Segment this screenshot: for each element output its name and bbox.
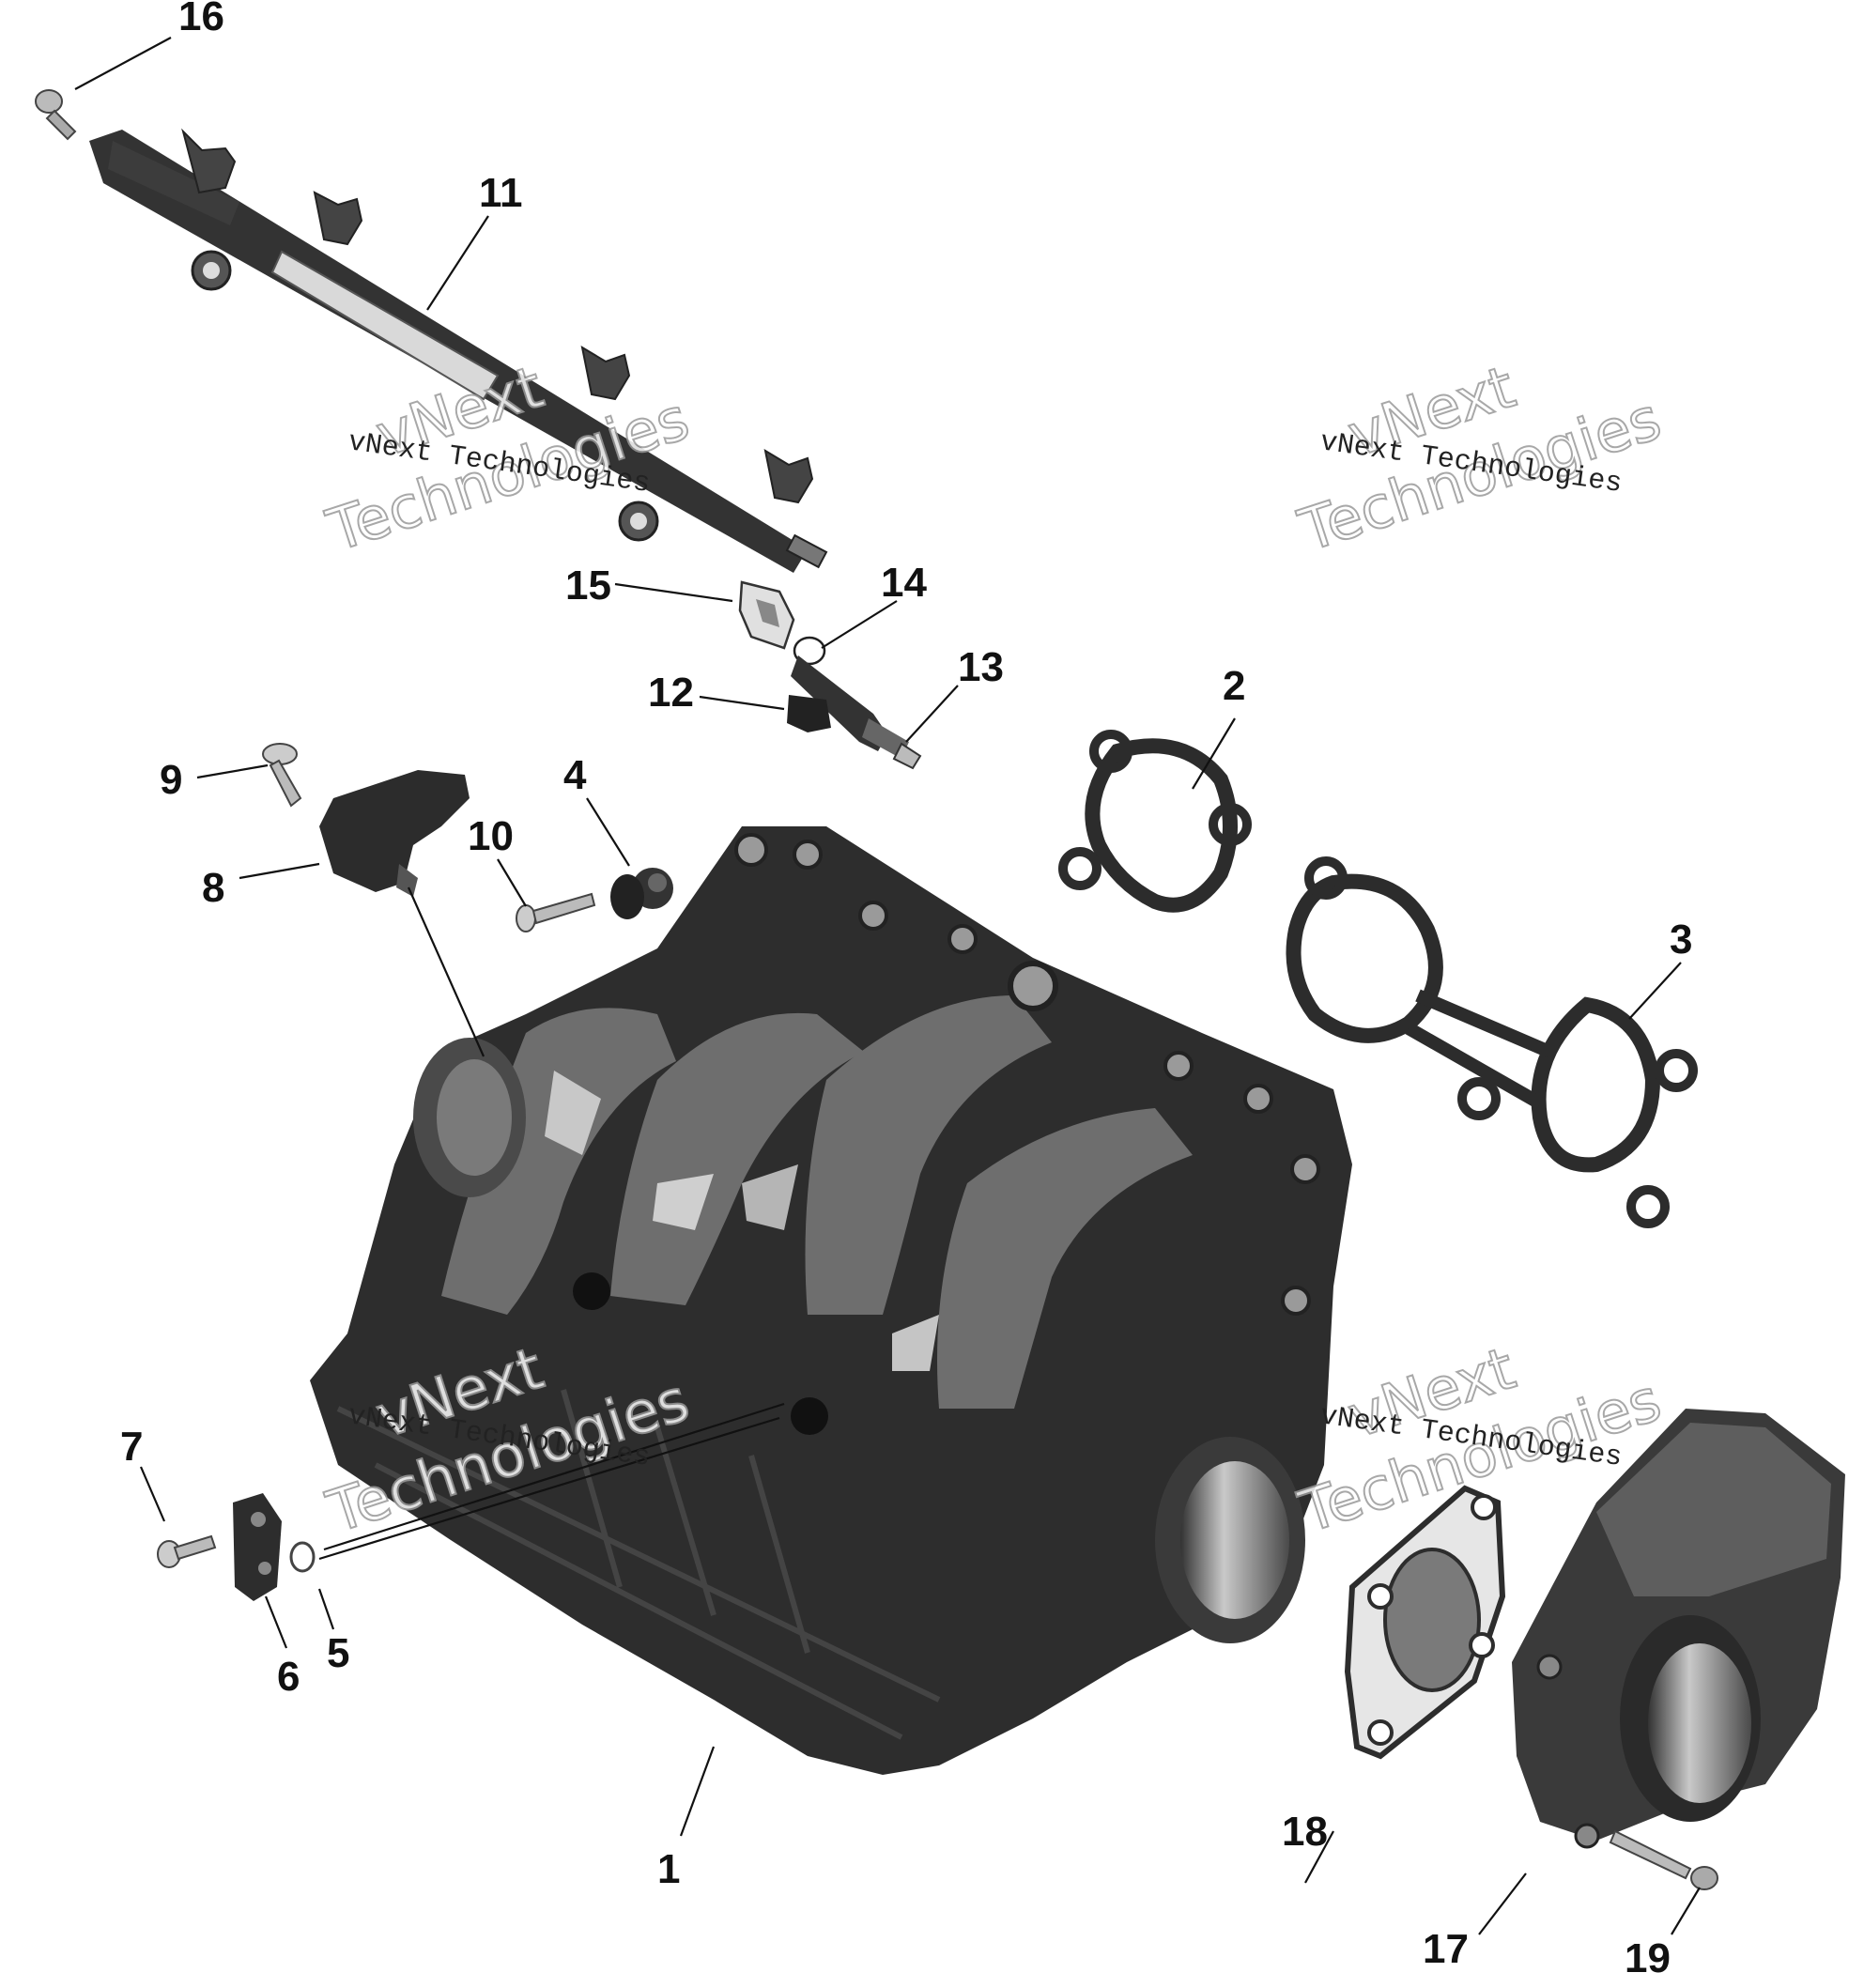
leader-lines <box>74 37 1701 1935</box>
callout-14: 14 <box>881 560 927 606</box>
callout-17: 17 <box>1423 1926 1469 1972</box>
injector-clip-part <box>738 580 795 650</box>
bolt-part-7 <box>157 1534 217 1568</box>
callout-16: 16 <box>178 0 224 39</box>
throttle-body-part <box>1512 1409 1845 1849</box>
callout-8: 8 <box>202 865 224 911</box>
plug-part-4 <box>610 868 673 919</box>
callout-7: 7 <box>120 1424 143 1470</box>
callout-11: 11 <box>479 170 523 216</box>
cover-plate-part <box>233 1493 282 1601</box>
o-ring-part <box>289 1541 316 1573</box>
bolt-part-16 <box>35 89 77 141</box>
throttle-gasket-part <box>1344 1485 1506 1760</box>
bolt-part-19 <box>1609 1829 1718 1890</box>
intake-manifold-part <box>310 826 1352 1775</box>
callout-6: 6 <box>277 1654 300 1700</box>
gasket-part-3 <box>1286 856 1698 1228</box>
callout-9: 9 <box>160 757 182 803</box>
callout-3: 3 <box>1670 917 1692 963</box>
callout-13: 13 <box>958 644 1004 690</box>
callout-18: 18 <box>1282 1809 1328 1855</box>
pressure-sensor-part <box>319 770 470 897</box>
fuel-rail-part <box>89 128 828 573</box>
callout-4: 4 <box>563 752 587 798</box>
callout-labels: 16 11 15 14 13 12 9 8 10 4 2 3 7 6 5 1 1… <box>120 0 1692 1981</box>
fuel-injector-part <box>787 636 922 770</box>
bolt-part-10 <box>516 892 596 932</box>
callout-5: 5 <box>327 1630 349 1676</box>
callout-15: 15 <box>565 562 611 609</box>
gasket-part-2 <box>1058 730 1252 913</box>
screw-part-9 <box>262 743 302 808</box>
callout-2: 2 <box>1223 663 1245 709</box>
callout-1: 1 <box>657 1846 680 1892</box>
callout-19: 19 <box>1625 1935 1671 1981</box>
callout-10: 10 <box>468 813 514 859</box>
callout-12: 12 <box>648 670 694 716</box>
